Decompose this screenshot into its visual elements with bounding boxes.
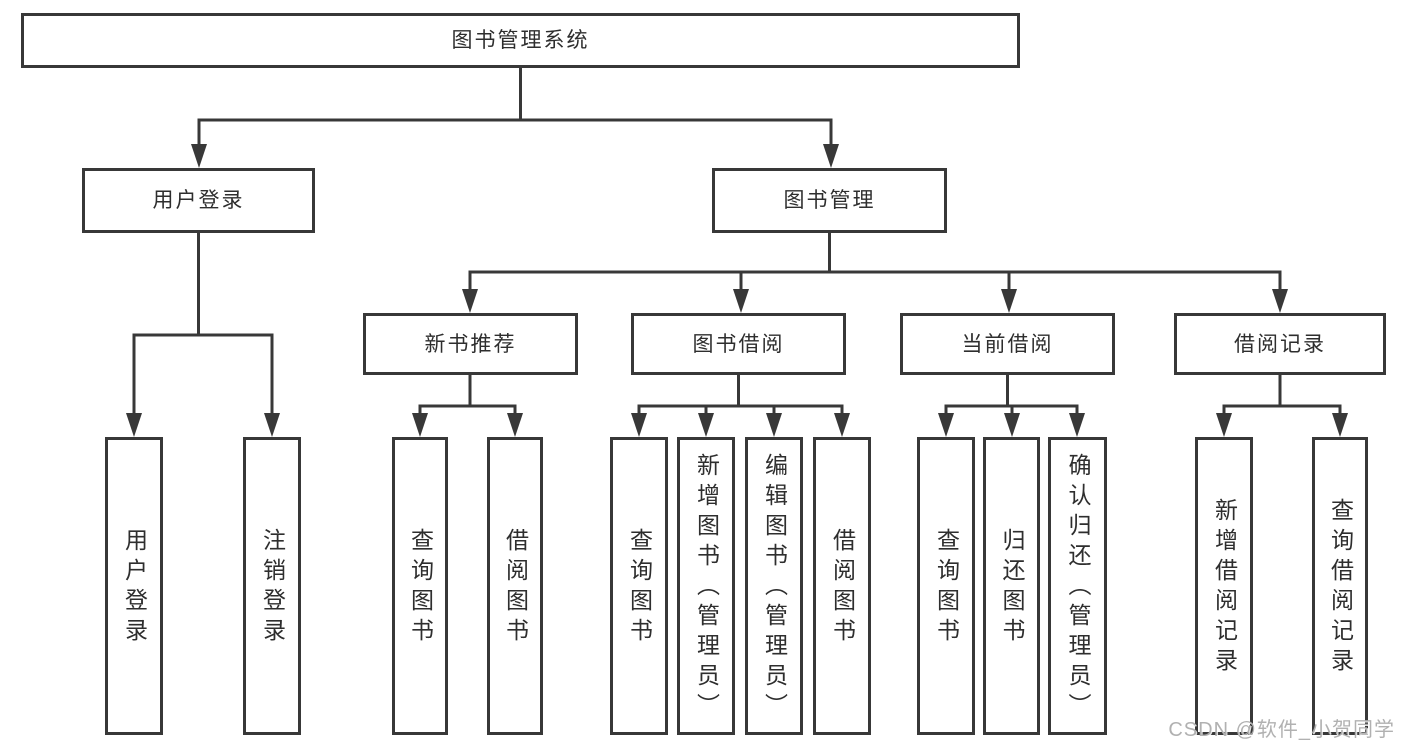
leaf-query-borrow-record: 查询借阅记录 (1312, 437, 1368, 735)
node-user-login: 用户登录 (82, 168, 315, 233)
leaf-add-books-admin: 新增图书（管理员） (677, 437, 735, 735)
leaf-return-books: 归还图书 (983, 437, 1040, 735)
leaf-borrow-books: 借阅图书 (487, 437, 543, 735)
leaf-query-books: 查询图书 (917, 437, 975, 735)
node-book-borrowing: 图书借阅 (631, 313, 846, 375)
node-library-management-system: 图书管理系统 (21, 13, 1020, 68)
leaf-logout-login: 注销登录 (243, 437, 301, 735)
csdn-watermark: CSDN @软件_小贺同学 (1168, 719, 1395, 741)
leaf-add-borrow-record: 新增借阅记录 (1195, 437, 1253, 735)
leaf-borrow-books: 借阅图书 (813, 437, 871, 735)
arrow-down-icon (126, 144, 1348, 437)
node-book-management: 图书管理 (712, 168, 947, 233)
node-borrowing-records: 借阅记录 (1174, 313, 1386, 375)
leaf-confirm-return-admin: 确认归还（管理员） (1048, 437, 1107, 735)
leaf-query-books: 查询图书 (610, 437, 668, 735)
node-current-borrowing: 当前借阅 (900, 313, 1115, 375)
leaf-edit-books-admin: 编辑图书（管理员） (745, 437, 803, 735)
leaf-query-books: 查询图书 (392, 437, 448, 735)
leaf-user-login: 用户登录 (105, 437, 163, 735)
node-new-book-recommend: 新书推荐 (363, 313, 578, 375)
